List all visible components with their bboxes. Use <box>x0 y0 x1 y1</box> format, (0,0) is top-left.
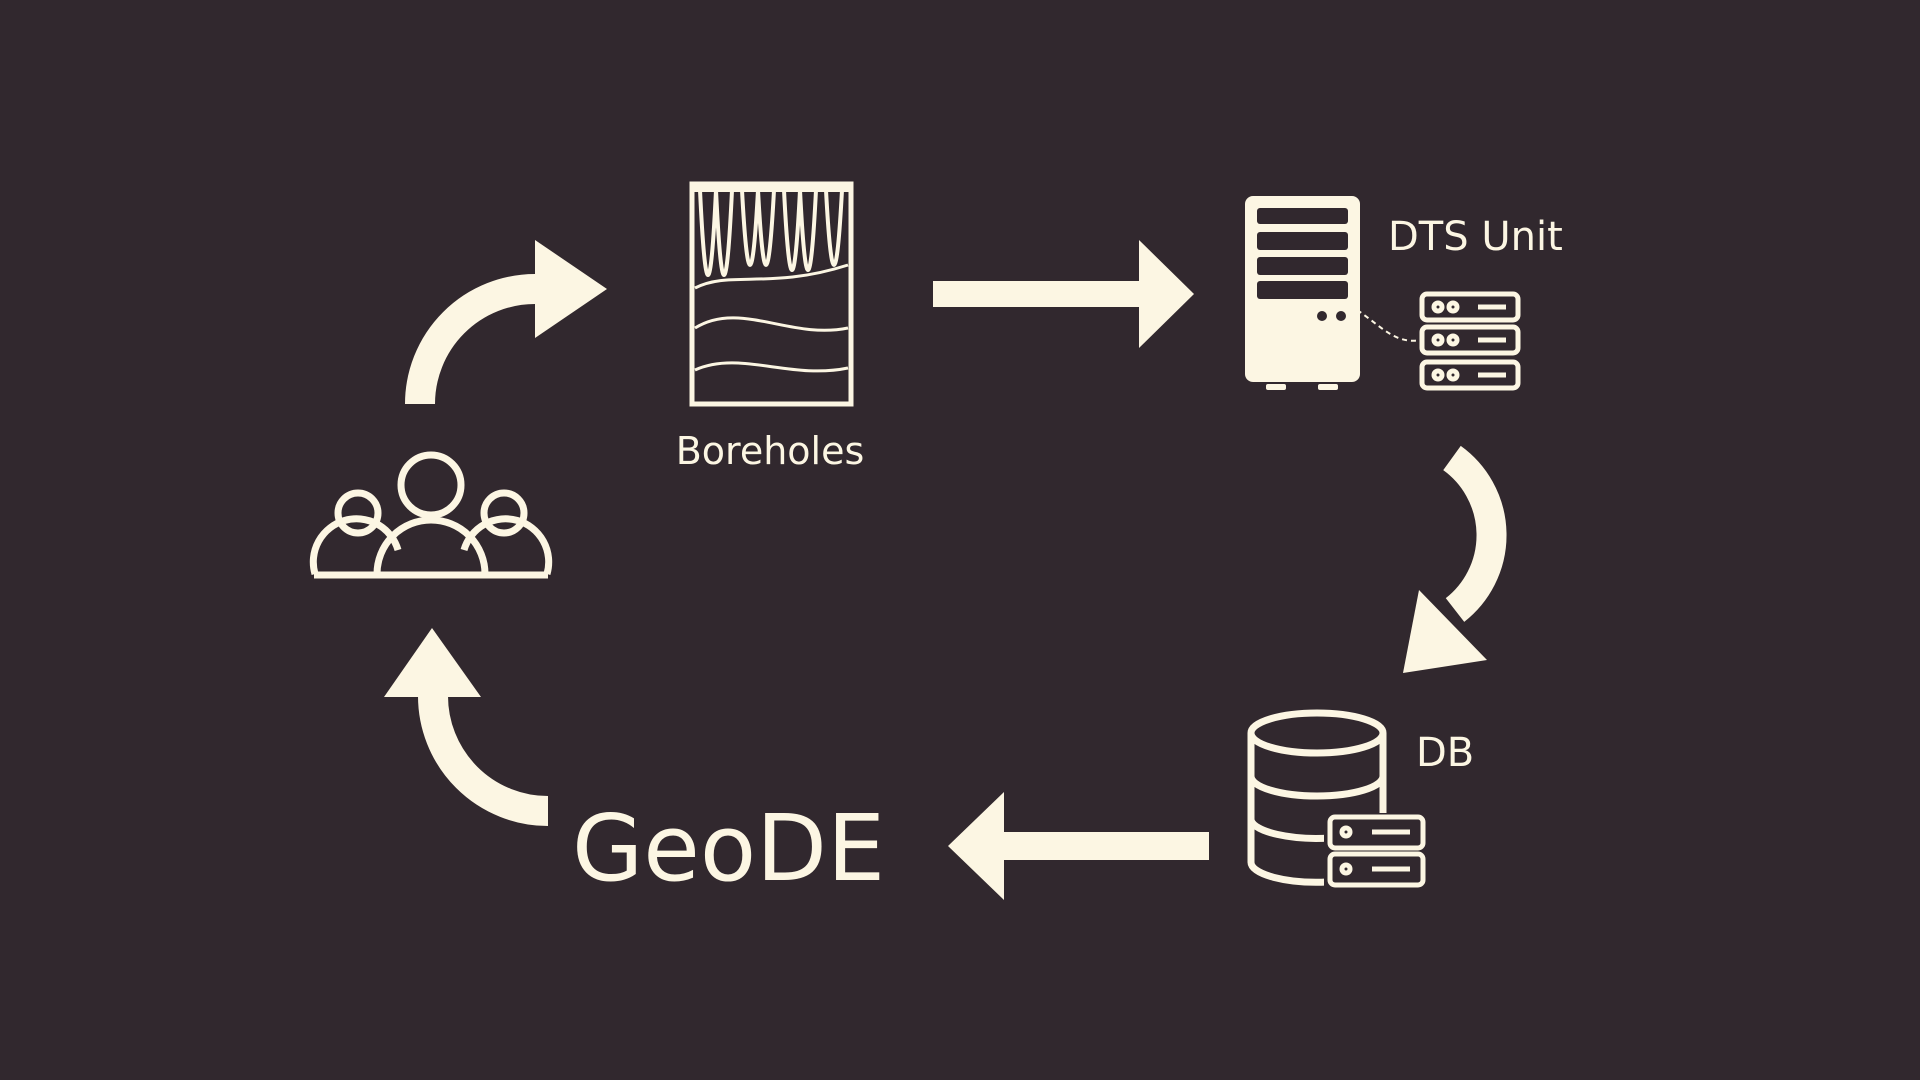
geode-label: GeoDE <box>572 795 885 902</box>
database-icon <box>1247 709 1387 886</box>
connection-line <box>1356 309 1422 342</box>
arrow-left-icon <box>948 792 1209 900</box>
boreholes-label: Boreholes <box>676 429 865 473</box>
curved-arrow-icon <box>405 240 607 405</box>
dts-unit-label: DTS Unit <box>1388 214 1563 260</box>
db-label: DB <box>1416 730 1474 776</box>
curved-arrow-icon <box>1403 445 1507 673</box>
borehole-log-icon <box>689 181 854 407</box>
server-rack-icon <box>1419 291 1521 391</box>
users-group-icon <box>309 451 553 579</box>
arrow-right-icon <box>933 240 1194 348</box>
server-rack-icon <box>1324 813 1426 889</box>
server-tower-icon <box>1245 196 1360 390</box>
curved-arrow-icon <box>384 628 549 826</box>
